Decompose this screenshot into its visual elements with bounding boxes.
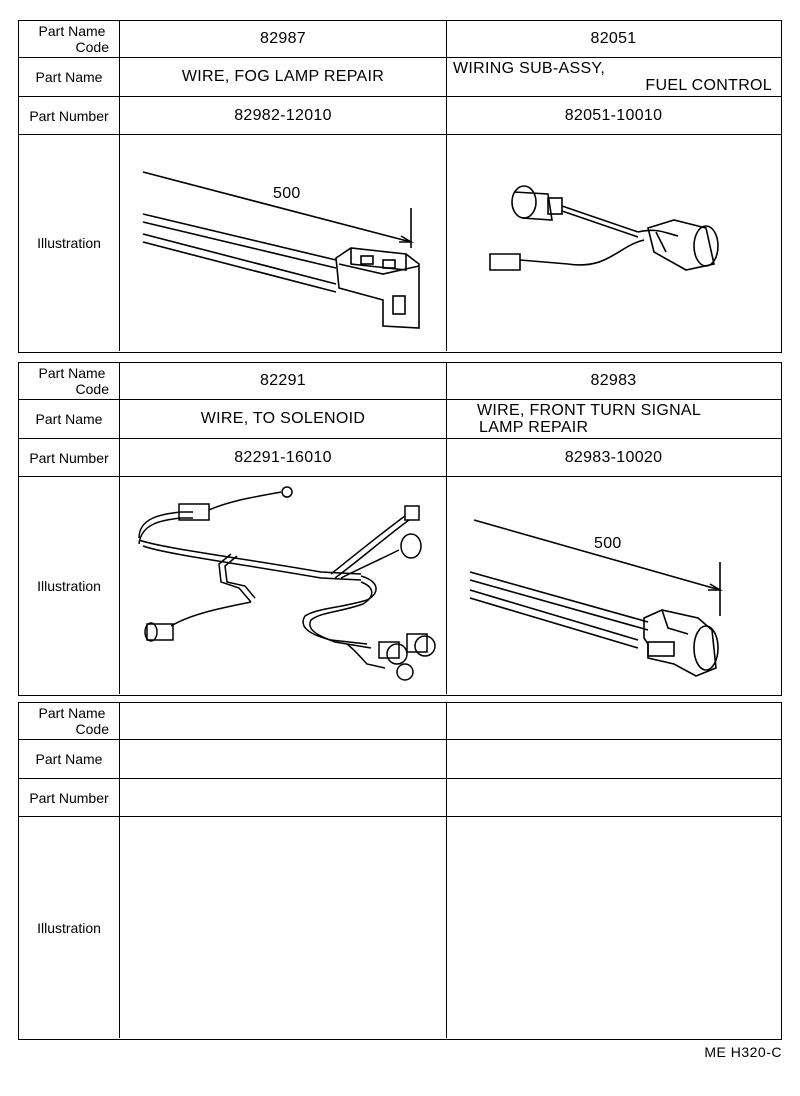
part-name-label: Part Name — [19, 400, 120, 438]
code-cell-right — [447, 703, 780, 739]
part-number-label: Part Number — [19, 439, 120, 476]
label-line: Code — [75, 381, 109, 397]
illustration-fuel-control-wiring — [447, 135, 780, 351]
part-name-code-row: Part Name Code 82291 82983 — [19, 363, 781, 400]
code-cell-left — [120, 703, 447, 739]
code-cell-left: 82291 — [120, 363, 447, 399]
illustration-solenoid-wire — [120, 477, 447, 694]
number-cell-left — [120, 779, 447, 816]
dimension-label: 500 — [594, 535, 622, 552]
page-code: ME H320-C — [704, 1044, 782, 1060]
illustration-label: Illustration — [19, 477, 120, 694]
illustration-row: Illustration 500 — [19, 135, 781, 351]
parts-table-1: Part Name Code 82987 82051 Part Name WIR… — [18, 20, 782, 353]
name-cell-right: WIRING SUB-ASSY, FUEL CONTROL — [447, 58, 780, 96]
number-cell-right: 82983-10020 — [564, 448, 663, 466]
part-name-label: Part Name — [19, 740, 120, 778]
name-line: FUEL CONTROL — [645, 77, 772, 94]
label-line: Part Name — [38, 23, 106, 39]
part-name-label: Part Name — [19, 58, 120, 96]
name-cell-right — [447, 740, 780, 778]
solenoid-wire-drawing — [137, 486, 436, 681]
name-line: LAMP REPAIR — [479, 419, 589, 436]
name-cell-right: WIRE, FRONT TURN SIGNAL LAMP REPAIR — [447, 400, 780, 438]
name-cell-left: WIRE, TO SOLENOID — [120, 400, 447, 438]
illustration-empty-right — [447, 817, 780, 1038]
number-cell-left: 82291-16010 — [120, 439, 447, 476]
part-number-label: Part Number — [19, 97, 120, 134]
illustration-row: Illustration — [19, 817, 781, 1038]
number-cell-right — [447, 779, 780, 816]
illustration-empty-left — [120, 817, 447, 1038]
name-line: WIRE, FRONT TURN SIGNAL — [477, 402, 702, 419]
part-name-code-label: Part Name Code — [19, 21, 120, 57]
dimension-label: 500 — [273, 185, 301, 202]
part-name-row: Part Name — [19, 740, 781, 779]
illustration-turn-signal-wire: 500 — [447, 477, 780, 694]
fuel-control-wiring-drawing — [489, 185, 719, 271]
label-line: Part Name — [38, 705, 106, 721]
part-number-row: Part Number 82291-16010 82983-10020 — [19, 439, 781, 477]
name-cell-left: WIRE, FOG LAMP REPAIR — [120, 58, 447, 96]
part-name-row: Part Name WIRE, FOG LAMP REPAIR WIRING S… — [19, 58, 781, 97]
parts-table-3: Part Name Code Part Name Part Number Ill… — [18, 702, 782, 1040]
illustration-label: Illustration — [19, 817, 120, 1038]
code-cell-right: 82983 — [590, 372, 637, 389]
name-cell-left — [120, 740, 447, 778]
label-line: Code — [75, 39, 109, 55]
part-name-code-label: Part Name Code — [19, 363, 120, 399]
part-number-row: Part Number 82982-12010 82051-10010 — [19, 97, 781, 135]
part-number-label: Part Number — [19, 779, 120, 816]
illustration-fog-lamp-wire: 500 — [120, 135, 447, 351]
label-line: Part Name — [38, 365, 106, 381]
part-name-row: Part Name WIRE, TO SOLENOID WIRE, FRONT … — [19, 400, 781, 439]
turn-signal-wire-drawing: 500 — [469, 519, 723, 677]
part-number-row: Part Number — [19, 779, 781, 817]
fog-lamp-wire-drawing: 500 — [142, 171, 420, 329]
number-cell-left: 82982-12010 — [120, 97, 447, 134]
name-line: WIRING SUB-ASSY, — [453, 60, 606, 77]
illustration-row: Illustration — [19, 477, 781, 694]
code-cell-right: 82051 — [590, 30, 637, 47]
number-cell-right: 82051-10010 — [564, 106, 663, 124]
parts-table-2: Part Name Code 82291 82983 Part Name WIR… — [18, 362, 782, 696]
part-name-code-row: Part Name Code — [19, 703, 781, 740]
label-line: Code — [75, 721, 109, 737]
part-name-code-row: Part Name Code 82987 82051 — [19, 21, 781, 58]
code-cell-left: 82987 — [120, 21, 447, 57]
part-name-code-label: Part Name Code — [19, 703, 120, 739]
illustration-label: Illustration — [19, 135, 120, 351]
